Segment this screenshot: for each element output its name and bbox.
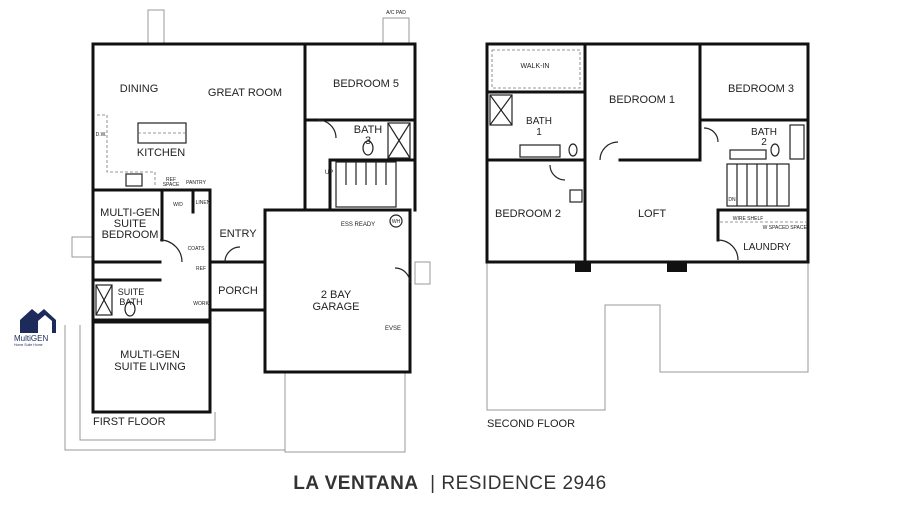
- wire-shelf-label: WIRE SHELF: [733, 216, 764, 222]
- washer-space-label: W SPACE: [763, 225, 786, 231]
- room-multi-gen-suite-bedroom-2: SUITE: [114, 218, 146, 230]
- second-floor-fixtures: [489, 49, 806, 261]
- room-bath-2: BATH: [751, 127, 777, 138]
- ref-label: REF: [196, 266, 206, 272]
- community-name: LA VENTANA: [293, 473, 419, 494]
- room-walk-in: WALK-IN: [521, 63, 550, 70]
- room-multi-gen-suite-bedroom: MULTI-GEN: [100, 207, 160, 219]
- second-floor-roof-outline: [486, 262, 809, 411]
- room-dining: DINING: [120, 83, 159, 95]
- room-suite-bath-2: BATH: [119, 297, 142, 307]
- title-separator: |: [430, 473, 436, 494]
- room-great-room: GREAT ROOM: [208, 87, 282, 99]
- room-2-bay-garage-2: GARAGE: [312, 301, 359, 313]
- room-bath-3: BATH: [354, 124, 383, 136]
- room-bath-1-number: 1: [536, 127, 542, 138]
- room-loft: LOFT: [638, 208, 666, 220]
- room-porch: PORCH: [218, 285, 258, 297]
- column: [667, 262, 687, 272]
- room-bedroom-5: BEDROOM 5: [333, 78, 399, 90]
- room-multi-gen-suite-bedroom-3: BEDROOM: [102, 229, 159, 241]
- room-multi-gen-suite-living: MULTI-GEN: [120, 349, 180, 361]
- column: [575, 262, 591, 272]
- work-label: WORK: [193, 301, 209, 307]
- plan-title: LA VENTANA | RESIDENCE 2946: [0, 473, 900, 495]
- room-multi-gen-suite-living-2: SUITE LIVING: [114, 361, 186, 373]
- room-2-bay-garage: 2 BAY: [321, 289, 352, 301]
- ess-ready-label: ESS READY: [341, 222, 375, 228]
- multigen-logo: MultiGEN Home Suite Home: [14, 306, 64, 347]
- room-bedroom-1: BEDROOM 1: [609, 94, 675, 106]
- ref-space-label-2: SPACE: [163, 182, 180, 188]
- room-bath-2-number: 2: [761, 137, 767, 148]
- coats-label: COATS: [188, 246, 206, 252]
- room-bath-3-number: 3: [365, 135, 371, 147]
- room-entry: ENTRY: [219, 228, 257, 240]
- room-suite-bath: SUITE: [118, 287, 145, 297]
- room-bath-1: BATH: [526, 116, 552, 127]
- first-floor-label: FIRST FLOOR: [93, 416, 166, 428]
- washer-dryer-label: W/D: [173, 202, 183, 208]
- ac-pad-label: A/C PAD: [386, 10, 406, 16]
- residence-name: RESIDENCE 2946: [441, 473, 607, 494]
- pantry-label: PANTRY: [186, 180, 206, 186]
- stairs-first-floor: [335, 161, 397, 208]
- room-laundry: LAUNDRY: [743, 242, 791, 253]
- stairs-down-label: DN: [728, 197, 736, 203]
- ref-space-label: REF: [166, 177, 176, 183]
- evse-label: EVSE: [385, 326, 401, 332]
- room-kitchen: KITCHEN: [137, 147, 185, 159]
- first-floor-fixtures: [95, 114, 411, 317]
- house-icon: [20, 309, 56, 333]
- first-floor-walls: [91, 42, 417, 414]
- dishwasher-label: D.W.: [96, 132, 107, 138]
- room-bedroom-2: BEDROOM 2: [495, 208, 561, 220]
- linen-label: LINEN: [196, 200, 211, 206]
- second-floor-label: SECOND FLOOR: [487, 418, 575, 430]
- logo-tagline: Home Suite Home: [14, 343, 43, 347]
- logo-name: MultiGEN: [14, 334, 49, 343]
- room-bedroom-3: BEDROOM 3: [728, 83, 794, 95]
- second-floor-walls: [485, 42, 810, 272]
- dryer-space-label: D SPACE: [785, 225, 807, 231]
- first-floor-patio-outline: [64, 9, 431, 453]
- water-heater-label: WH: [392, 219, 401, 225]
- stairs-second-floor: [726, 163, 790, 207]
- stairs-up-label: UP: [325, 170, 333, 176]
